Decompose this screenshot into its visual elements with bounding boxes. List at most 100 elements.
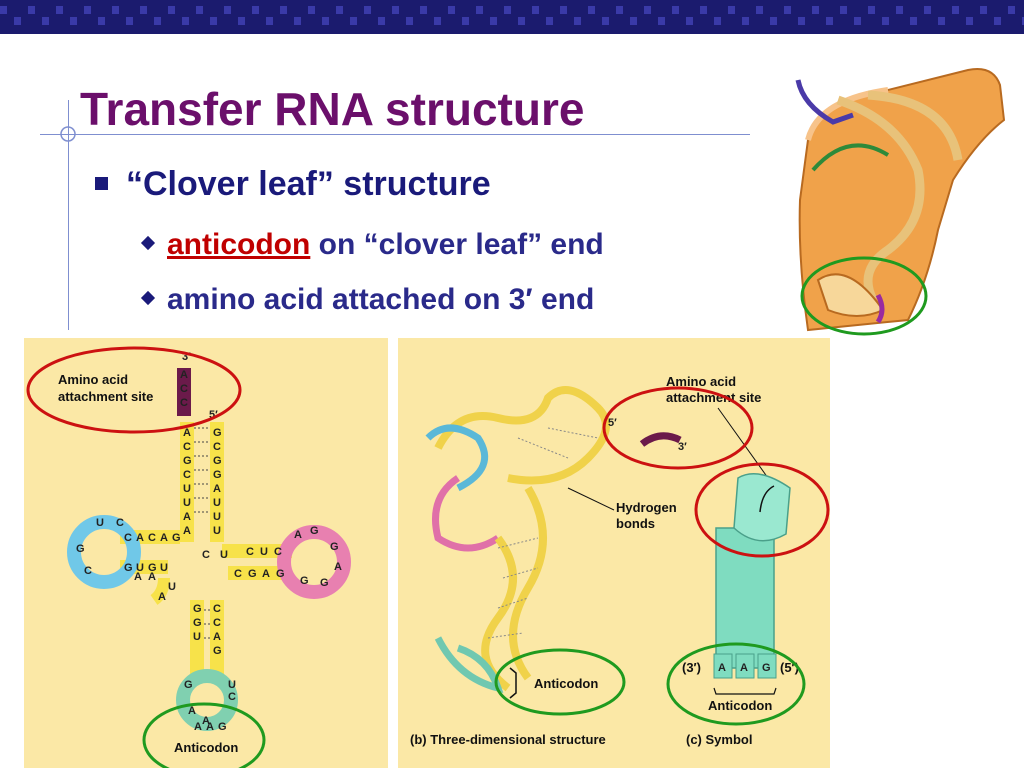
amino-site-circle bbox=[26, 346, 242, 434]
nucleotide-misc: U bbox=[168, 581, 176, 593]
label-5prime: 5′ bbox=[209, 409, 218, 421]
sub-bullet-amino-acid: amino acid attached on 3′ end bbox=[140, 283, 595, 317]
nucleotide-left_strand: A bbox=[183, 427, 191, 439]
nucleotide-ac_right: G bbox=[213, 645, 222, 657]
amino-label-line2-3d: attachment site bbox=[666, 390, 761, 405]
nucleotide-d_loop: G bbox=[76, 543, 85, 555]
nucleotide-t_loop: G bbox=[300, 575, 309, 587]
symbol-top-circle bbox=[694, 462, 830, 558]
amino-site-circle-3d bbox=[602, 386, 754, 470]
nucleotide-right_strand: U bbox=[213, 525, 221, 537]
nucleotide-d_loop: C bbox=[116, 517, 124, 529]
nucleotide-left_strand: C bbox=[183, 469, 191, 481]
acc-end-highlight bbox=[177, 368, 191, 416]
nucleotide-ac_left: G bbox=[193, 603, 202, 615]
nucleotide-misc: A bbox=[134, 571, 142, 583]
nucleotide-d_loop: C bbox=[84, 565, 92, 577]
anticodon-circle-3d bbox=[494, 648, 626, 716]
amino-label-line1: Amino acid bbox=[58, 372, 128, 387]
nucleotide-left_strand: A bbox=[183, 525, 191, 537]
nucleotide-acc_end: C bbox=[180, 397, 188, 409]
label-5prime-3d: 5′ bbox=[608, 417, 617, 429]
nucleotide-right_strand: U bbox=[213, 511, 221, 523]
three-d-panel: 5′ 3′ Amino acid attachment site Hydroge… bbox=[398, 338, 830, 768]
anticodon-circle-photo bbox=[800, 256, 928, 336]
trna-ribbon-image bbox=[795, 68, 1006, 336]
nucleotide-left_strand: A bbox=[183, 511, 191, 523]
cloverleaf-panel: 3′ 5′ Amino acid attachment site Anticod… bbox=[24, 338, 388, 773]
three-d-diagram: 5′ 3′ Amino acid attachment site Hydroge… bbox=[410, 374, 830, 747]
anticodon-circle bbox=[142, 702, 266, 773]
title-guide-line bbox=[40, 134, 750, 135]
nucleotide-ac_right: C bbox=[213, 617, 221, 629]
symbol-base-3: G bbox=[762, 662, 771, 674]
top-banner bbox=[0, 0, 1024, 34]
nucleotide-loop_bases: A bbox=[188, 705, 196, 717]
bullet-clover-leaf: “Clover leaf” structure bbox=[95, 165, 491, 204]
symbol-base-2: A bbox=[740, 662, 748, 674]
nucleotide-loop_bases: G bbox=[184, 679, 193, 691]
nucleotide-misc: U bbox=[220, 549, 228, 561]
nucleotide-t_arm_top: C bbox=[274, 546, 282, 558]
square-bullet-icon bbox=[95, 176, 108, 190]
nucleotide-right_strand: G bbox=[213, 469, 222, 481]
cloverleaf-diagram: 3′ 5′ Amino acid attachment site Anticod… bbox=[26, 346, 351, 773]
nucleotide-right_strand: U bbox=[213, 497, 221, 509]
nucleotide-left_strand: U bbox=[183, 483, 191, 495]
nucleotide-anticodon_bases: A bbox=[206, 721, 214, 733]
banner-pattern bbox=[0, 0, 1024, 34]
caption-3d: (b) Three-dimensional structure bbox=[410, 732, 606, 747]
hbond-label-line1: Hydrogen bbox=[616, 500, 677, 515]
nucleotide-d_loop: U bbox=[96, 517, 104, 529]
symbol-3prime: (3′) bbox=[682, 660, 701, 675]
nucleotide-ac_left: U bbox=[193, 631, 201, 643]
nucleotide-d_arm_bottom: U bbox=[160, 562, 168, 574]
anticodon-3d-label: Anticodon bbox=[534, 676, 598, 691]
anticodon-circle-symbol bbox=[666, 642, 806, 726]
anticodon-highlight: anticodon bbox=[167, 228, 311, 261]
nucleotide-t_arm_top: U bbox=[260, 546, 268, 558]
nucleotide-right_strand: A bbox=[213, 483, 221, 495]
nucleotide-right_strand: G bbox=[213, 455, 222, 467]
nucleotide-loop_bases: C bbox=[228, 691, 236, 703]
sub-bullet-anticodon: anticodon on “clover leaf” end bbox=[140, 228, 604, 262]
nucleotide-t_loop: G bbox=[310, 525, 319, 537]
nucleotide-ac_left: G bbox=[193, 617, 202, 629]
nucleotide-ac_right: A bbox=[213, 631, 221, 643]
nucleotide-t_arm_top: C bbox=[246, 546, 254, 558]
nucleotide-right_strand: C bbox=[213, 441, 221, 453]
diamond-bullet-icon bbox=[140, 291, 156, 306]
nucleotide-loop_bases: U bbox=[228, 679, 236, 691]
nucleotide-left_strand: U bbox=[183, 497, 191, 509]
symbol-5prime: (5′) bbox=[780, 660, 799, 675]
nucleotide-t_loop: G bbox=[330, 541, 339, 553]
nucleotide-anticodon_bases: G bbox=[218, 721, 227, 733]
nucleotide-d_arm_bottom: G bbox=[124, 562, 133, 574]
nucleotide-t_arm_bottom: A bbox=[262, 568, 270, 580]
nucleotide-t_arm_bottom: G bbox=[248, 568, 257, 580]
nucleotide-left_strand: G bbox=[183, 455, 192, 467]
label-3prime: 3′ bbox=[182, 351, 191, 363]
nucleotide-t_loop: A bbox=[334, 561, 342, 573]
diamond-bullet-icon bbox=[140, 236, 156, 251]
anticodon-symbol-label: Anticodon bbox=[708, 698, 772, 713]
bullet-text: “Clover leaf” structure bbox=[126, 165, 491, 203]
nucleotide-left_strand: C bbox=[183, 441, 191, 453]
nucleotide-acc_end: A bbox=[180, 369, 188, 381]
slide-title: Transfer RNA structure bbox=[80, 83, 585, 135]
nucleotide-d_arm_bottom: G bbox=[148, 562, 157, 574]
nucleotide-d_arm_top: C bbox=[148, 532, 156, 544]
nucleotide-d_arm_top: A bbox=[136, 532, 144, 544]
trna-symbol bbox=[713, 473, 791, 679]
sub-bullet-text: amino acid attached on 3′ end bbox=[167, 283, 595, 316]
nucleotide-ac_right: C bbox=[213, 603, 221, 615]
crosshair-ornament bbox=[60, 126, 76, 142]
nucleotide-d_arm_top: C bbox=[124, 532, 132, 544]
nucleotide-d_arm_bottom: U bbox=[136, 562, 144, 574]
sub-bullet-text: on “clover leaf” end bbox=[310, 228, 604, 261]
symbol-base-1: A bbox=[718, 662, 726, 674]
nucleotide-misc: A bbox=[158, 591, 166, 603]
caption-symbol: (c) Symbol bbox=[686, 732, 752, 747]
nucleotide-misc: C bbox=[202, 549, 210, 561]
margin-guide-line bbox=[68, 100, 69, 330]
